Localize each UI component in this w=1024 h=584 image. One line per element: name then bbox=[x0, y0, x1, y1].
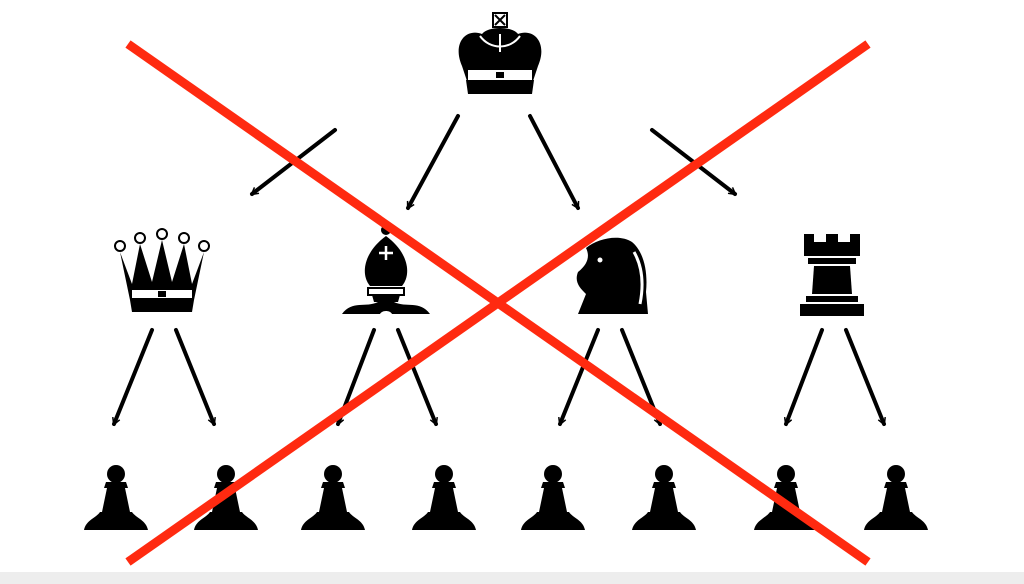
king-icon bbox=[457, 12, 543, 95]
pawn-icon bbox=[521, 465, 585, 530]
cross-out-mark bbox=[125, 40, 871, 566]
arrow-rook-pawn-7 bbox=[786, 328, 824, 424]
pawn-icon bbox=[412, 465, 476, 530]
bishop-icon bbox=[340, 223, 432, 316]
arrow-bishop-pawn-4 bbox=[396, 328, 438, 424]
cross-line-2 bbox=[125, 40, 871, 566]
arrow-queen-pawn-2 bbox=[174, 328, 216, 424]
bottom-strip bbox=[0, 572, 1024, 584]
pawn-icon bbox=[864, 465, 928, 530]
arrow-king-knight bbox=[528, 114, 580, 208]
arrow-queen-pawn-1 bbox=[112, 328, 154, 424]
arrow-layer bbox=[112, 114, 886, 424]
pawn-icon bbox=[84, 465, 148, 530]
arrow-king-bishop bbox=[406, 114, 460, 208]
queen-icon bbox=[114, 228, 210, 313]
arrow-rook-pawn-8 bbox=[844, 328, 886, 424]
knight-icon bbox=[575, 236, 650, 316]
arrow-knight-pawn-5 bbox=[558, 328, 600, 424]
pawn-icon bbox=[301, 465, 365, 530]
rook-icon bbox=[800, 234, 864, 316]
pawn-icon bbox=[632, 465, 696, 530]
